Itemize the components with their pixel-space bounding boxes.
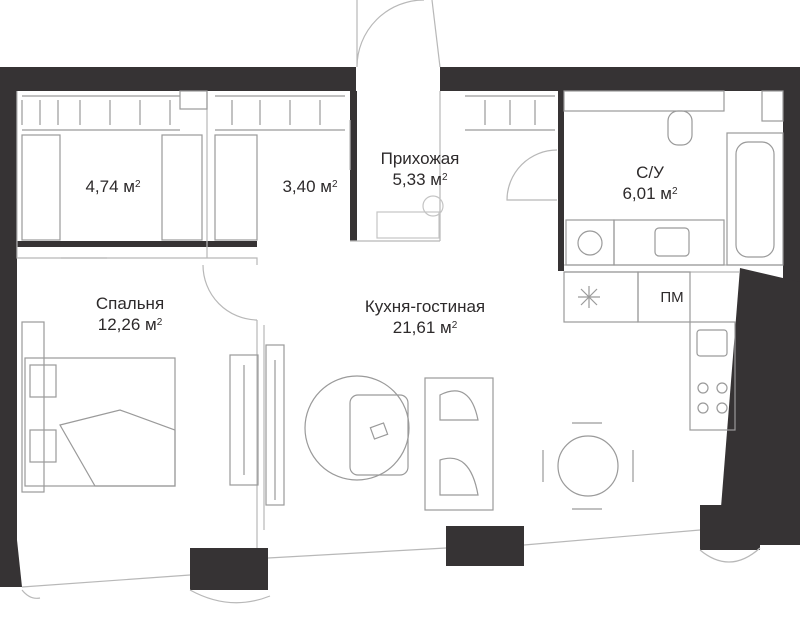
closet2-area: 3,40 м [282, 177, 332, 196]
bedroom-unit-sup: 2 [156, 317, 163, 328]
doors [61, 0, 558, 321]
living-name: Кухня-гостиная [364, 297, 486, 316]
living-unit-sup: 2 [451, 320, 458, 331]
hallway-name: Прихожая [380, 149, 460, 168]
bathroom-name: С/У [636, 163, 664, 182]
dishwasher-label: ПМ [660, 289, 684, 306]
bedroom-furniture [21, 321, 259, 493]
living-furniture [265, 344, 494, 511]
room-label-living: Кухня-гостиная 21,61 м2 [335, 296, 515, 338]
hallway-bench [376, 195, 444, 239]
bedroom-name: Спальня [95, 294, 165, 313]
bedroom-area: 12,26 м [97, 315, 157, 334]
closet1-area: 4,74 м [85, 177, 135, 196]
living-area: 21,61 м [392, 318, 452, 337]
dining-table [542, 422, 634, 510]
bathroom-area: 6,01 м [622, 184, 672, 203]
hallway-unit-sup: 2 [441, 172, 448, 183]
room-label-closet2: 3,40 м2 [265, 176, 355, 197]
hallway-area: 5,33 м [392, 170, 442, 189]
bathroom-unit-sup: 2 [671, 186, 678, 197]
room-outlines [16, 91, 783, 588]
room-label-bathroom: С/У 6,01 м2 [600, 162, 700, 204]
room-label-closet1: 4,74 м2 [68, 176, 158, 197]
outer-walls [0, 67, 800, 590]
windows [21, 547, 761, 604]
room-label-bedroom: Спальня 12,26 м2 [70, 293, 190, 335]
wardrobes [21, 90, 555, 241]
room-label-hallway: Прихожая 5,33 м2 [365, 148, 475, 190]
kitchen [563, 271, 736, 431]
closet1-unit-sup: 2 [134, 179, 141, 190]
bathroom-fixtures [563, 90, 784, 266]
closet2-unit-sup: 2 [331, 179, 338, 190]
interior-walls [17, 91, 564, 271]
